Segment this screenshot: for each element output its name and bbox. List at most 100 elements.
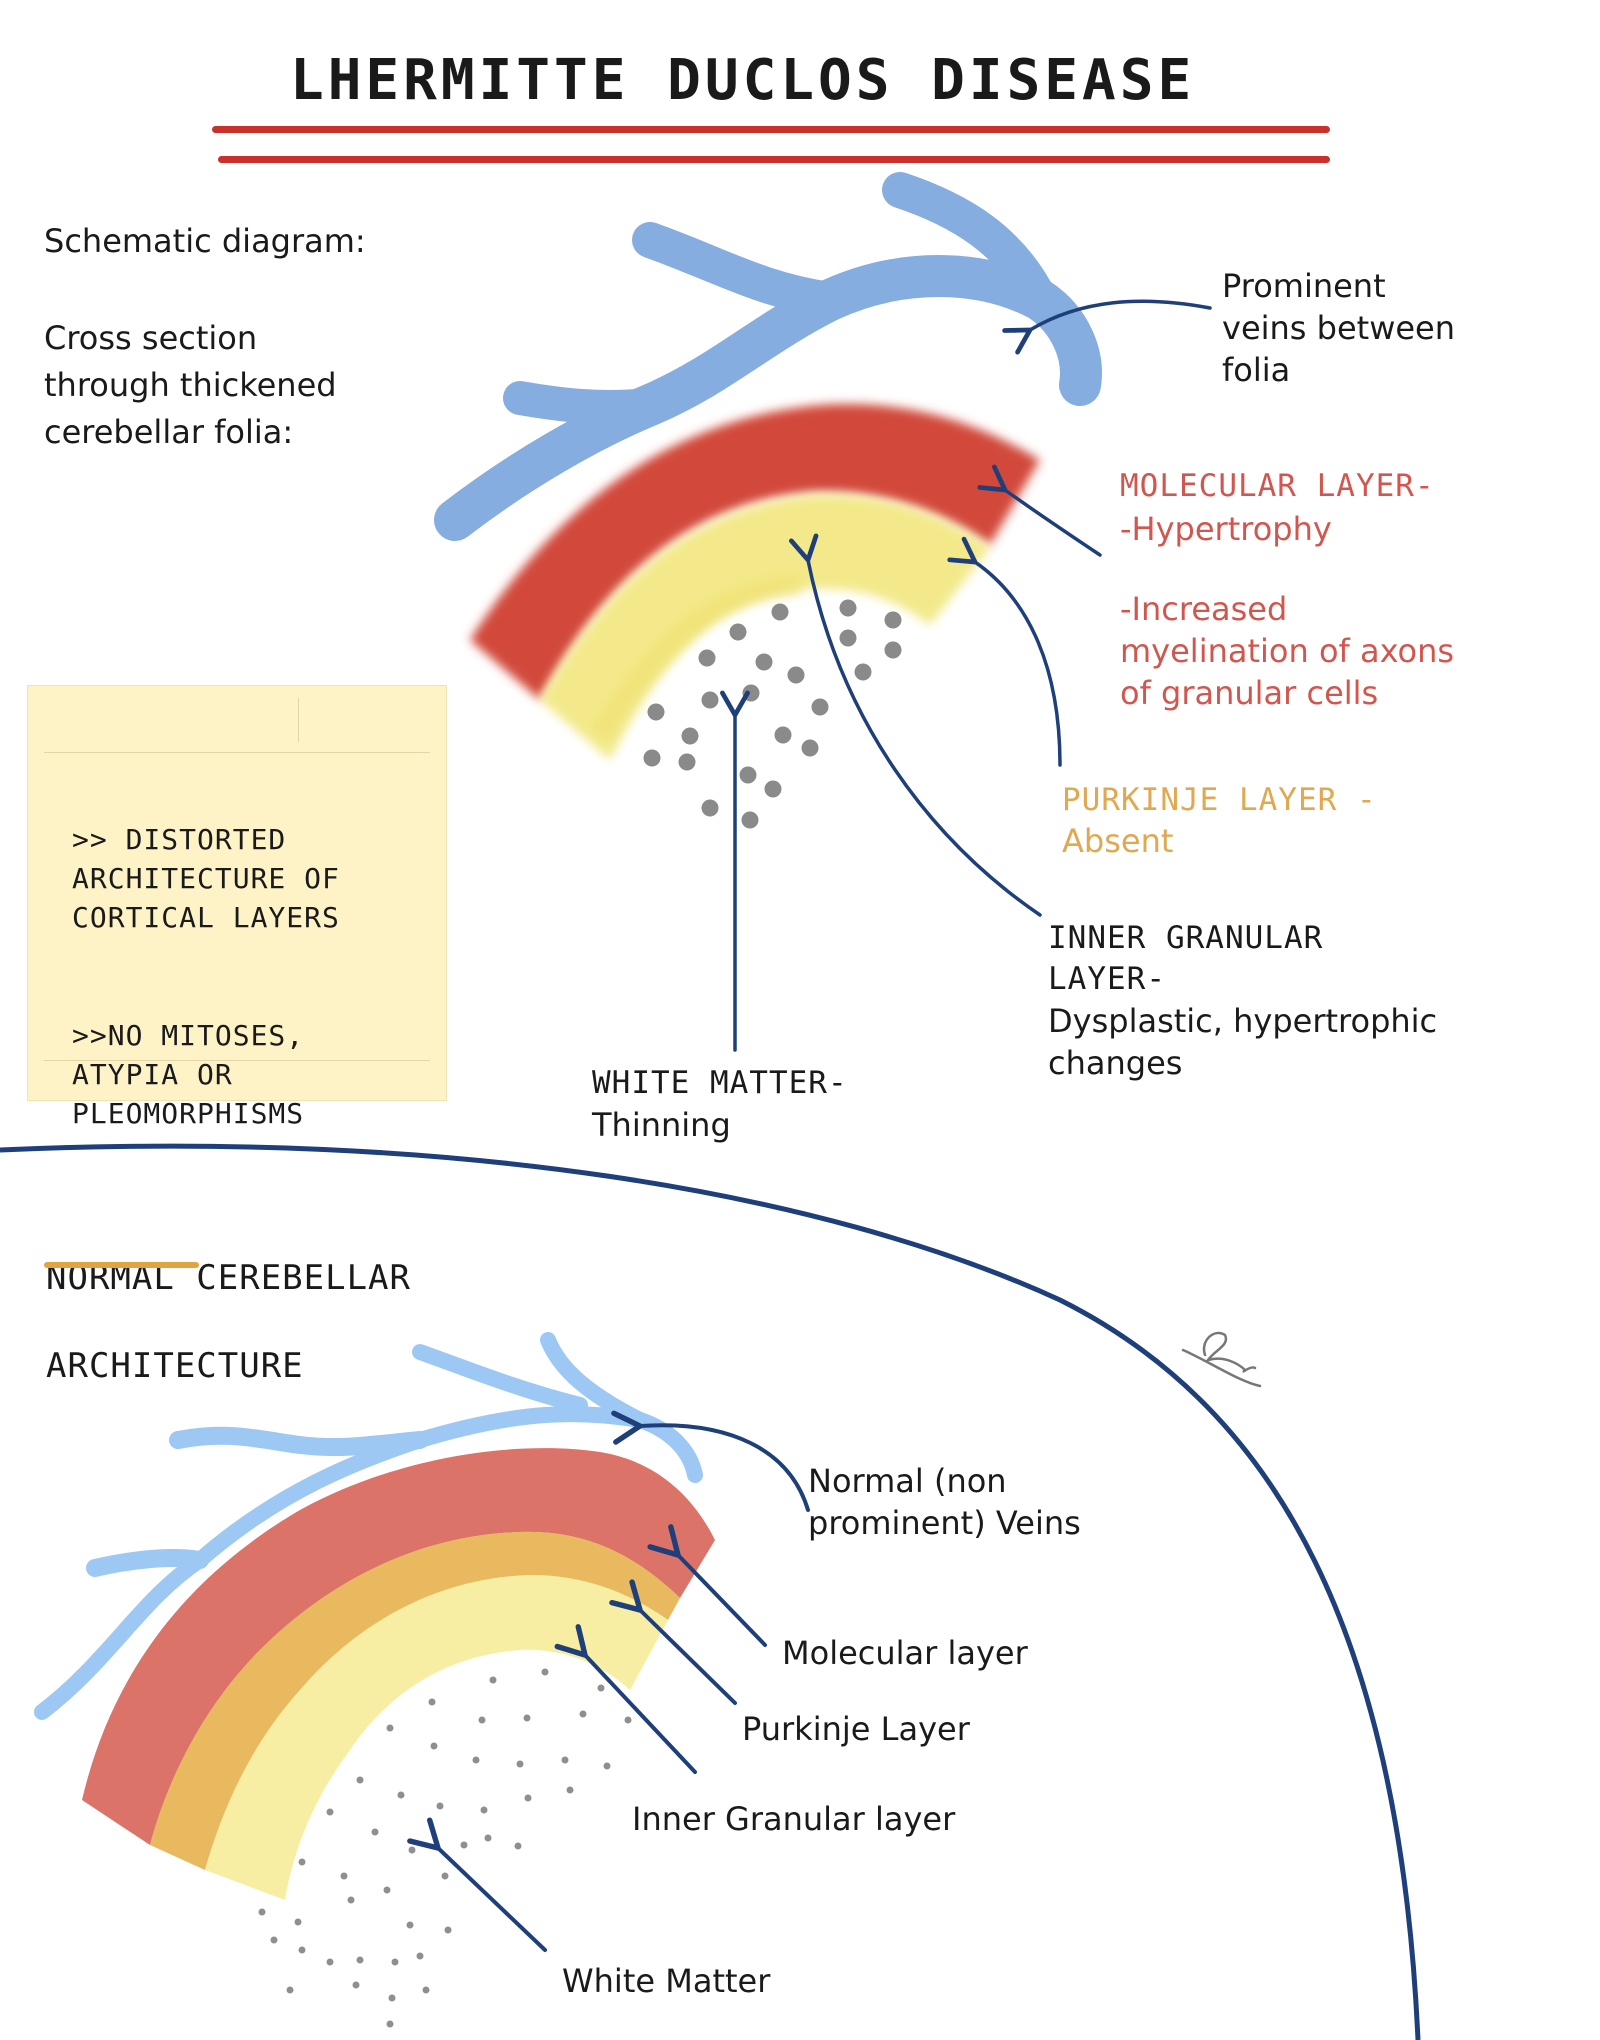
abnormal-white-matter-dots	[643, 599, 902, 829]
arrow-normal-purkinje	[609, 1579, 737, 1705]
white-matter-dot	[472, 1756, 480, 1764]
white-matter-dot	[386, 2020, 394, 2028]
white-matter-dot	[258, 1908, 266, 1916]
white-matter-dot	[416, 1952, 424, 1960]
normal-purkinje-layer	[150, 1531, 680, 1870]
white-matter-dot	[854, 663, 872, 681]
white-matter-dot	[811, 698, 829, 716]
white-matter-dot	[386, 1724, 394, 1732]
normal-white-matter-dots	[258, 1668, 632, 2028]
white-matter-dot	[579, 1710, 587, 1718]
normal-heading-rest: CEREBELLAR	[174, 1258, 411, 1298]
normal-heading-line2: ARCHITECTURE	[46, 1346, 304, 1386]
sticky-note-item: >>NO MITOSES, ATYPIA OR PLEOMORPHISMS	[72, 1019, 305, 1130]
arrow-molecular	[977, 464, 1102, 557]
label-molecular-title: MOLECULAR LAYER-	[1120, 468, 1435, 504]
white-matter-dot	[884, 611, 902, 629]
white-matter-dot	[480, 1806, 488, 1814]
white-matter-dot	[422, 1986, 430, 1994]
white-matter-dot	[624, 1716, 632, 1724]
white-matter-dot	[460, 1841, 468, 1849]
white-matter-dot	[391, 1958, 399, 1966]
white-matter-dot	[428, 1698, 436, 1706]
white-matter-dot	[294, 1918, 302, 1926]
arrow-purkinje	[947, 536, 1062, 767]
white-matter-dot	[701, 799, 719, 817]
white-matter-dot	[771, 603, 789, 621]
normal-underline	[44, 1262, 199, 1268]
white-matter-dot	[489, 1676, 497, 1684]
label-normal-molecular: Molecular layer	[782, 1634, 1028, 1672]
white-matter-dot	[681, 727, 699, 745]
white-matter-dot	[774, 726, 792, 744]
white-matter-dot	[326, 1958, 334, 1966]
white-matter-dot	[524, 1794, 532, 1802]
label-white-matter-title: WHITE MATTER-	[592, 1065, 848, 1101]
sticky-divider-vertical	[298, 698, 299, 742]
white-matter-dot	[523, 1714, 531, 1722]
label-molecular-hypertrophy: -Hypertrophy	[1120, 510, 1332, 548]
white-matter-dot	[701, 691, 719, 709]
intro-text: Cross section through thickened cerebell…	[44, 319, 337, 451]
white-matter-dot	[516, 1760, 524, 1768]
white-matter-dot	[514, 1842, 522, 1850]
white-matter-dot	[741, 811, 759, 829]
white-matter-dot	[597, 1684, 605, 1692]
sticky-note-item: >> DISTORTED ARCHITECTURE OF CORTICAL LA…	[72, 823, 340, 934]
white-matter-dot	[286, 1986, 294, 1994]
label-normal-veins: Normal (non prominent) Veins	[808, 1462, 1081, 1542]
white-matter-dot	[729, 623, 747, 641]
white-matter-dot	[698, 649, 716, 667]
label-inner-granular-title: INNER GRANULAR LAYER-	[1048, 920, 1324, 997]
white-matter-dot	[764, 780, 782, 798]
white-matter-dot	[561, 1756, 569, 1764]
white-matter-dot	[371, 1828, 379, 1836]
white-matter-dot	[647, 703, 665, 721]
white-matter-dot	[356, 1776, 364, 1784]
label-molecular-myelination: -Increased myelination of axons of granu…	[1120, 590, 1455, 712]
white-matter-dot	[383, 1886, 391, 1894]
sticky-rule-bottom	[44, 1060, 430, 1061]
white-matter-dot	[787, 666, 805, 684]
white-matter-dot	[541, 1668, 549, 1676]
sticky-rule-top	[44, 752, 430, 753]
white-matter-dot	[352, 1981, 360, 1989]
white-matter-dot	[441, 1872, 449, 1880]
section-divider-curve	[0, 1143, 1421, 2040]
arrow-inner-granular	[788, 533, 1042, 917]
label-normal-purkinje: Purkinje Layer	[742, 1710, 970, 1748]
white-matter-dot	[678, 753, 696, 771]
white-matter-dot	[755, 653, 773, 671]
abnormal-vein	[434, 172, 1102, 541]
sticky-note: >> DISTORTED ARCHITECTURE OF CORTICAL LA…	[27, 685, 447, 1130]
white-matter-dot	[397, 1791, 405, 1799]
white-matter-dot	[356, 1956, 364, 1964]
arrow-normal-inner-granular	[554, 1624, 697, 1774]
label-white-matter-desc: Thinning	[592, 1106, 731, 1144]
white-matter-dot	[478, 1716, 486, 1724]
label-purkinje-status: Absent	[1062, 822, 1174, 860]
label-purkinje-title: PURKINJE LAYER -	[1062, 782, 1377, 818]
page-title: LHERMITTE DUCLOS DISEASE	[290, 48, 1196, 113]
white-matter-dot	[801, 739, 819, 757]
arrow-veins	[1002, 299, 1212, 355]
label-prominent-veins: Prominent veins between folia	[1222, 267, 1456, 389]
title-rule-top	[212, 126, 1330, 133]
white-matter-dot	[347, 1896, 355, 1904]
abnormal-inner-granular-layer	[540, 494, 990, 760]
white-matter-dot	[884, 641, 902, 659]
label-normal-white-matter: White Matter	[562, 1962, 771, 2000]
label-normal-inner-granular: Inner Granular layer	[632, 1800, 956, 1838]
white-matter-dot	[643, 749, 661, 767]
white-matter-dot	[388, 1994, 396, 2002]
arrow-normal-molecular	[647, 1524, 767, 1647]
arrow-normal-veins	[611, 1410, 810, 1512]
label-inner-granular-desc: Dysplastic, hypertrophic changes	[1048, 1002, 1438, 1082]
white-matter-dot	[270, 1936, 278, 1944]
white-matter-dot	[484, 1834, 492, 1842]
white-matter-dot	[298, 1946, 306, 1954]
normal-molecular-layer	[82, 1448, 715, 1845]
white-matter-dot	[408, 1846, 416, 1854]
white-matter-dot	[839, 629, 857, 647]
